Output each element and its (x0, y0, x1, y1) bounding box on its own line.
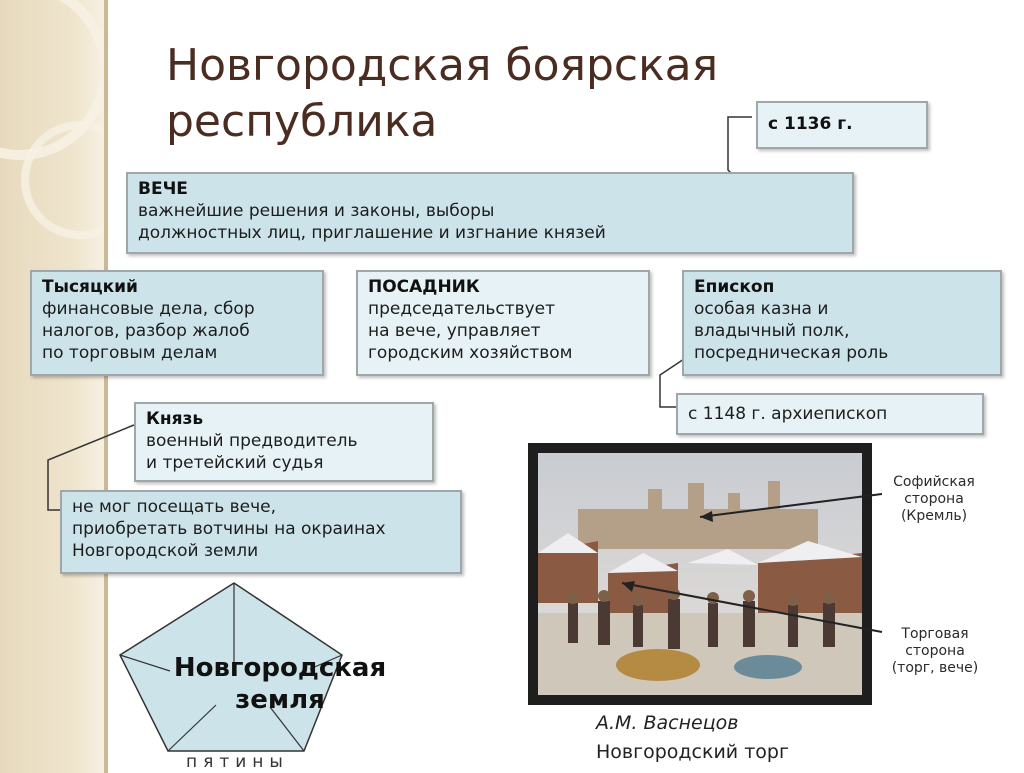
decorative-sidebar (0, 0, 104, 773)
veche-box: ВЕЧЕ важнейшие решения и законы, выборы … (126, 172, 854, 254)
posadnik-box: ПОСАДНИК председательствует на вече, упр… (356, 270, 650, 376)
knyaz-restriction-box: не мог посещать вече, приобретать вотчин… (60, 490, 462, 574)
episkop-box: Епископ особая казна и владычный полк, п… (682, 270, 1002, 376)
pentagon-divider (167, 704, 217, 752)
pentagon-divider (309, 654, 343, 670)
tysyatsky-box: Тысяцкий финансовые дела, сбор налогов, … (30, 270, 324, 376)
posadnik-text: председательствует на вече, управляет го… (368, 299, 573, 363)
pentagon-shape (119, 582, 343, 752)
veche-heading: ВЕЧЕ (138, 179, 188, 199)
posadnik-heading: ПОСАДНИК (368, 277, 480, 297)
painting-image (528, 443, 872, 705)
veche-text: важнейшие решения и законы, выборы должн… (138, 201, 606, 243)
knyaz-text: военный предводитель и третейский судья (146, 431, 358, 473)
pentagon-diagram (119, 582, 343, 752)
painting-illustration (538, 453, 862, 695)
tysyatsky-text: финансовые дела, сбор налогов, разбор жа… (42, 299, 255, 363)
tysyatsky-heading: Тысяцкий (42, 277, 138, 297)
sidebar-divider (104, 0, 108, 773)
pentagon-label: Новгородская земля (173, 653, 387, 715)
painting-author: А.М. Васнецов (596, 712, 739, 734)
pentagon-caption: пятины (186, 752, 289, 772)
episkop-heading: Епископ (694, 277, 775, 297)
episkop-text: особая казна и владычный полк, посреднич… (694, 299, 889, 363)
pentagon-divider (119, 654, 171, 672)
veche-year-badge: с 1136 г. (756, 101, 928, 149)
sidebar-ornament (0, 0, 104, 239)
painting-label-torg: Торговая сторона (торг, вече) (891, 626, 979, 676)
episkop-note-box: с 1148 г. архиепископ (676, 393, 984, 435)
pentagon-divider (269, 706, 305, 752)
knyaz-heading: Князь (146, 409, 204, 429)
knyaz-restriction-text: не мог посещать вече, приобретать вотчин… (72, 497, 386, 561)
knyaz-box: Князь военный предводитель и третейский … (134, 402, 434, 482)
painting-label-sofia: Софийская сторона (Кремль) (893, 474, 975, 524)
page-title: Новгородская боярская республика (166, 40, 719, 147)
painting-title: Новгородский торг (596, 741, 789, 763)
